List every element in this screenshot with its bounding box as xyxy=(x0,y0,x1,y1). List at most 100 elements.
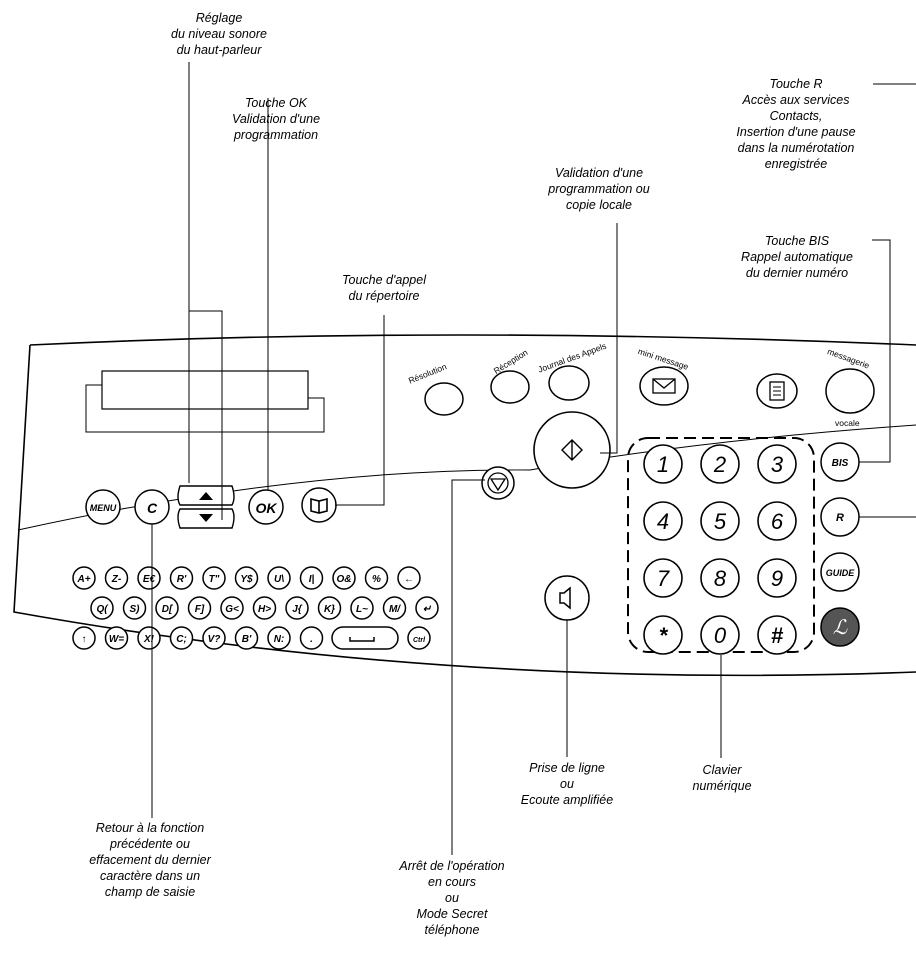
alpha-key[interactable]: . xyxy=(299,626,324,650)
alpha-key-circle xyxy=(332,566,356,590)
alpha-keyboard: A+ Z- E€ R' T" Y$ U\ I| O&% ← Q( S) D[ F] G< H> J{ K} L~ M/… xyxy=(72,566,439,650)
keypad-key-label: 2 xyxy=(713,452,726,477)
ok-button[interactable]: OK xyxy=(248,489,284,525)
alpha-key[interactable]: G< xyxy=(220,596,244,620)
keypad-key[interactable]: 3 xyxy=(757,444,797,484)
keypad-key-circle xyxy=(643,444,683,484)
alpha-key-circle xyxy=(104,566,129,590)
menu-button[interactable]: MENU xyxy=(85,489,121,525)
c-button[interactable]: C xyxy=(134,489,170,525)
alpha-key-label: X! xyxy=(143,634,155,645)
keypad-key[interactable]: 0 xyxy=(700,615,740,655)
alpha-key[interactable]: D[ xyxy=(155,596,179,620)
triangle-down-icon xyxy=(199,514,213,522)
space-key[interactable] xyxy=(331,626,399,650)
alpha-key[interactable]: Q( xyxy=(90,596,114,620)
keypad-key[interactable]: 2 xyxy=(700,444,740,484)
alpha-key-circle xyxy=(137,566,161,590)
alpha-key[interactable]: F] xyxy=(187,596,212,620)
directory-button[interactable] xyxy=(301,487,337,523)
keypad-key[interactable]: # xyxy=(757,615,797,655)
alpha-key[interactable]: S) xyxy=(122,596,147,620)
alpha-key[interactable]: % xyxy=(364,566,389,590)
alpha-key[interactable]: N: xyxy=(267,626,291,650)
alpha-key-circle xyxy=(317,596,342,620)
alpha-key[interactable]: X! xyxy=(137,626,161,650)
document-button[interactable] xyxy=(756,373,798,409)
alpha-key-circle xyxy=(122,596,147,620)
keypad-key[interactable]: 1 xyxy=(643,444,683,484)
alpha-key[interactable]: ↑ xyxy=(72,626,96,650)
keypad-key-label: 9 xyxy=(771,566,783,591)
alpha-key[interactable]: J{ xyxy=(285,596,309,620)
keypad-key[interactable]: * xyxy=(643,615,683,655)
messagerie-vocale-button[interactable]: messagerie vocale xyxy=(825,346,875,428)
alpha-key[interactable]: H> xyxy=(252,596,277,620)
keypad-key-circle xyxy=(700,558,740,598)
arrow-up-button[interactable] xyxy=(177,485,235,506)
diamond-start-icon xyxy=(561,439,583,461)
alpha-key[interactable]: T" xyxy=(202,566,226,590)
alpha-key[interactable]: B' xyxy=(234,626,259,650)
alpha-key-circle xyxy=(202,626,226,650)
alpha-key-label: ↑ xyxy=(82,634,87,645)
alpha-key[interactable]: A+ xyxy=(72,566,96,590)
stop-button[interactable] xyxy=(481,466,515,500)
journal-button[interactable]: Journal des Appels xyxy=(537,341,608,401)
alpha-key-circle xyxy=(299,626,324,650)
alpha-key[interactable]: U\ xyxy=(267,566,291,590)
alpha-key-circle xyxy=(350,596,374,620)
alpha-key[interactable]: ← xyxy=(397,566,421,590)
handset-icon: ℒ xyxy=(833,617,848,639)
alpha-key[interactable]: C; xyxy=(169,626,194,650)
alpha-key[interactable]: W= xyxy=(104,626,129,650)
reception-button[interactable]: Réception xyxy=(490,347,530,404)
envelope-icon xyxy=(652,378,676,394)
alpha-key[interactable]: M/ xyxy=(382,596,407,620)
r-button[interactable]: R xyxy=(820,497,860,537)
alpha-key[interactable]: O& xyxy=(332,566,356,590)
speaker-button[interactable] xyxy=(544,575,590,621)
handset-button[interactable]: ℒ xyxy=(820,607,860,647)
alpha-key-circle xyxy=(169,566,194,590)
resolution-button[interactable]: Résolution xyxy=(407,361,464,416)
alpha-key[interactable]: Z- xyxy=(104,566,129,590)
keypad-key-circle xyxy=(757,501,797,541)
keypad-key[interactable]: 9 xyxy=(757,558,797,598)
keypad-key[interactable]: 7 xyxy=(643,558,683,598)
alpha-key[interactable]: L~ xyxy=(350,596,374,620)
keypad-key-circle xyxy=(757,615,797,655)
guide-button[interactable]: GUIDE xyxy=(820,552,860,592)
bis-button[interactable]: BIS xyxy=(820,442,860,482)
mini-message-button[interactable]: mini message xyxy=(637,346,690,406)
alpha-key[interactable]: R' xyxy=(169,566,194,590)
document-icon xyxy=(769,381,785,401)
keypad-key[interactable]: 6 xyxy=(757,501,797,541)
keypad-key[interactable]: 5 xyxy=(700,501,740,541)
alpha-key-label: V? xyxy=(208,634,221,645)
alpha-key[interactable]: Ctrl xyxy=(407,626,431,650)
keypad-key[interactable]: 8 xyxy=(700,558,740,598)
alpha-key[interactable]: ↵ xyxy=(415,596,439,620)
alpha-key[interactable]: E€ xyxy=(137,566,161,590)
space-bar-icon xyxy=(349,637,375,642)
arrow-down-button[interactable] xyxy=(177,508,235,529)
leader-lines xyxy=(151,62,916,855)
alpha-key-label: M/ xyxy=(389,604,401,615)
alpha-key[interactable]: Y$ xyxy=(234,566,259,590)
alpha-key[interactable]: K} xyxy=(317,596,342,620)
c-button-label: C xyxy=(147,500,158,516)
keypad-key-label: 7 xyxy=(657,566,670,591)
alpha-key-label: E€ xyxy=(143,574,156,585)
menu-button-label: MENU xyxy=(90,503,117,513)
keypad-key[interactable]: 4 xyxy=(643,501,683,541)
alpha-key[interactable]: I| xyxy=(299,566,324,590)
callout-keypad: Clavier numérique xyxy=(692,763,752,793)
alpha-key[interactable]: V? xyxy=(202,626,226,650)
alpha-key-circle xyxy=(72,566,96,590)
resolution-label: Résolution xyxy=(407,361,448,385)
callout-line: Prise de ligne ou Ecoute amplifiée xyxy=(520,761,614,807)
start-button[interactable] xyxy=(533,411,611,489)
alpha-key-label: I| xyxy=(309,574,315,585)
